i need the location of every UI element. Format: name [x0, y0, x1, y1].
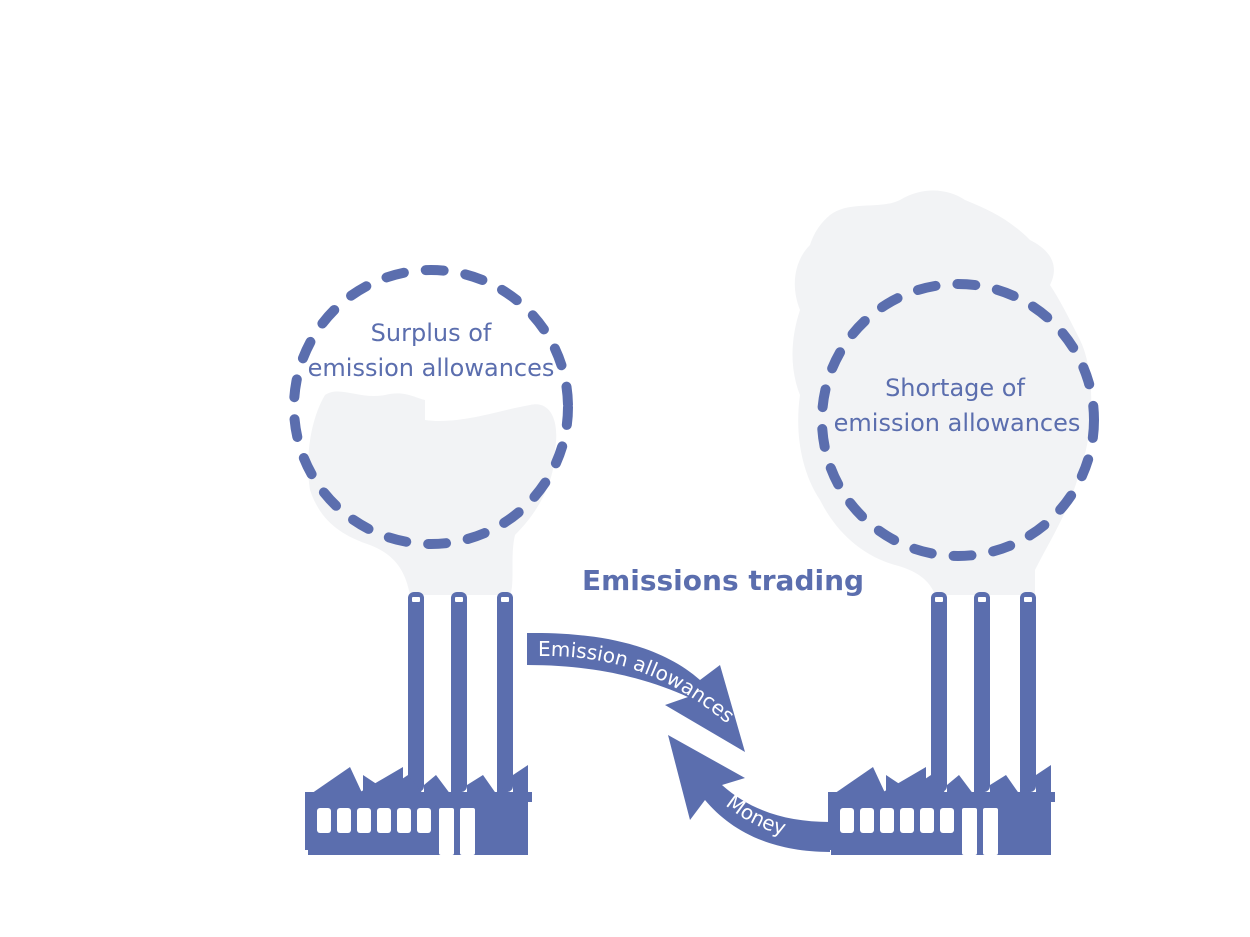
surplus-circle [289, 265, 573, 549]
right-factory-icon [828, 592, 1055, 855]
right-smoke-cloud [792, 190, 1092, 595]
allowances-arrow [527, 632, 745, 752]
shortage-label-line1: Shortage of [885, 374, 1025, 402]
left-factory-icon [305, 592, 532, 855]
money-arrow [668, 735, 830, 852]
surplus-label-line1: Surplus of [371, 319, 492, 347]
shortage-circle [817, 279, 1099, 561]
shortage-label-line2: emission allowances [834, 409, 1081, 437]
diagram-title: Emissions trading [582, 564, 864, 597]
left-smoke-cloud [308, 391, 557, 595]
surplus-label-line2: emission allowances [308, 354, 555, 382]
